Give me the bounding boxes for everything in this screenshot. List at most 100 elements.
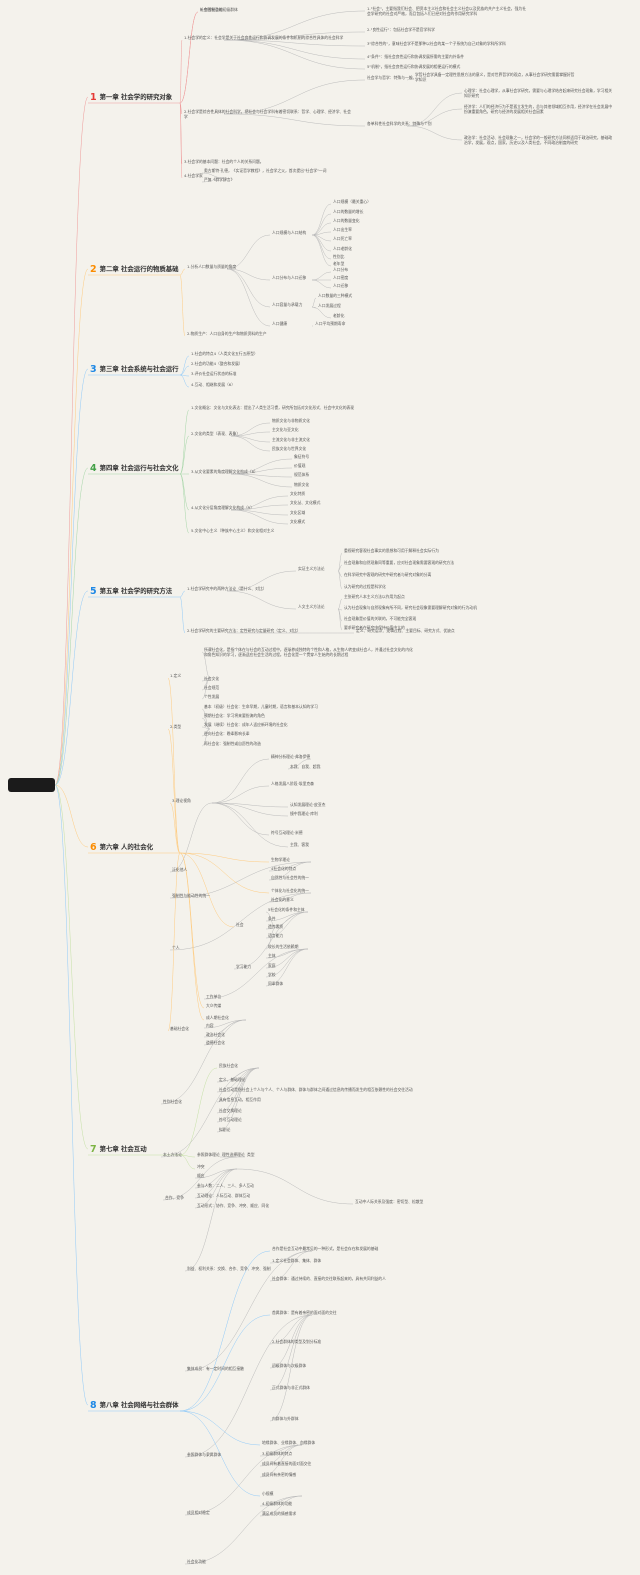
map-node[interactable]: 初级群体与次级群体 [272,1363,307,1368]
map-node[interactable]: 4.社会学家 [184,173,203,178]
map-node[interactable]: 社会控制功能 [200,7,223,12]
map-node[interactable]: 所谓社会化，是指个体在与社会的互动过程中，逐渐养成独特的个性和人格，从生物人转变… [204,647,413,657]
map-node[interactable]: 重视研究客观社会事实的思想和可用于解释社会实际行为 [344,548,439,553]
map-node[interactable]: 实证主义方法论 [298,566,325,571]
map-node[interactable]: 价值观 [294,463,306,468]
map-node[interactable]: 5.文化中心主义（种族中心主义）和文化相对主义 [191,528,275,533]
map-node[interactable]: 性别比 [333,254,345,259]
map-node[interactable]: 2.类型 [170,724,182,729]
map-node[interactable]: 4.初级群体的功能 [262,1501,293,1506]
map-node[interactable]: 定义、基础理论 [219,1077,246,1082]
map-node[interactable]: 物质文化 [294,482,310,487]
map-node[interactable]: 较长的生活依赖期 [268,944,299,949]
map-node[interactable]: 社会现象是价值的关联的，不可能完全客观 [344,616,417,621]
map-node[interactable]: 家庭 [268,963,276,968]
map-node[interactable]: 集体成员：有一定时间的相互接触 [187,1366,244,1371]
map-node[interactable]: 2.文化的类型（表现、表象） [191,431,241,436]
map-node[interactable]: 社会互动是指社会上个人与个人、个人与群体、群体与群体之间通过信息的传播而发生的相… [219,1087,413,1092]
map-node[interactable]: 人口规模与人口结构 [272,230,307,235]
map-node[interactable]: 理性选择理论 [222,1152,245,1157]
map-node[interactable]: 人格发展八阶段·埃里克森 [271,781,314,786]
map-node[interactable]: 2.社会学研究的主要研究方法：定性研究与定量研究（定义、对比） [187,628,301,633]
map-node[interactable]: 2.物质生产：人口自身的生产和物质资料的生产 [187,331,267,336]
map-node[interactable]: 奥古斯特·孔德，《实证哲学教程》，社会学之父，首次提出"社会学"一词 [204,168,327,173]
map-node[interactable]: 符号互动理论·米德 [271,830,303,835]
map-node[interactable]: 3.从文化要素的角度理解文化构成（8） [191,469,258,474]
map-node[interactable]: 强制性与能动性的统一 [172,893,210,898]
map-node[interactable]: 1.定义 [170,673,182,678]
map-node[interactable]: 社会文化 [204,676,220,681]
map-node[interactable]: 1.分析人口数量与质量的角度 [187,264,237,269]
map-node[interactable]: 遗传素质 [268,924,284,929]
map-node[interactable]: 1.文化概念：文化与文化表达：提出了人类生活习惯，研究所包括对文化形式、社会中文… [191,405,355,410]
map-node[interactable]: 经济学：人们的经济行为不是孤立发生的，总与其他领域相互作用，经济学在社会发展中扮… [464,104,613,114]
map-node[interactable]: 1.定义社会群体、集体、群体 [272,1258,322,1263]
map-node[interactable]: 各单科性社会科学的关系：特殊与个别 [367,121,432,126]
map-node[interactable]: 3"综合性的"，意味社会学不是那种以社会的某一个子系统为自己对象的学科所学科 [367,41,506,46]
map-node[interactable]: 3.评价社会运行状态的标准 [191,371,237,376]
map-node[interactable]: 合作、竞争 [165,1195,184,1200]
map-node[interactable]: 精神分析理论·弗洛伊德 [271,754,311,759]
map-node[interactable]: 文化特质 [290,491,306,496]
map-node[interactable]: 老龄化 [333,313,345,318]
map-node[interactable]: 社会学与哲学：特殊与一般。 [367,75,417,80]
map-node[interactable]: 人口的数量变化 [333,218,360,223]
map-node[interactable]: 成员相对稳定 [187,1510,210,1515]
map-node[interactable]: 人口分布与人口迁移 [272,275,307,280]
map-node[interactable]: 政治学：社会活动、社会现象之一，社会学的一般研究方法同样适用于政治研究，基础政治… [464,135,613,145]
map-node[interactable]: 主张研究人本主义方法以作用为起点 [344,594,405,599]
map-node[interactable]: 主文化与亚文化 [272,427,299,432]
map-node[interactable]: 4社会化的特点 [271,866,297,871]
map-node[interactable]: 大众传媒 [206,1003,222,1008]
root-node[interactable] [8,778,55,792]
map-node[interactable]: 成人期社会化 [206,1015,229,1020]
map-node[interactable]: 严复《群学肄言》 [204,177,235,182]
map-node[interactable]: 2.社会群体的类型及划分标准 [272,1339,322,1344]
map-node[interactable]: 内群体与外群体 [272,1416,299,1421]
map-node[interactable]: 社会交换理论 [219,1108,242,1113]
map-node[interactable]: 基本（初级）社会化：生命早期，儿童时期，语言和基本认知的学习 [204,704,318,709]
map-node[interactable]: 5.中国社会的初级群体 [200,7,238,12]
map-node[interactable]: 预期社会化：学习将来要扮演的角色 [204,713,265,718]
map-node[interactable]: 互动形式：协作、竞争、冲突、顺应、同化 [197,1203,270,1208]
map-node[interactable]: 拟剧论 [219,1127,231,1132]
map-node[interactable]: 人口出生率 [333,227,352,232]
map-node[interactable]: 镜中我理论·库利 [290,811,318,816]
map-node[interactable]: 性别社会化 [163,1099,182,1104]
map-node[interactable]: 工作单位 [206,994,222,999]
map-node[interactable]: 地缘群体、业缘群体、血缘群体 [262,1440,316,1445]
map-node[interactable]: 个人 [172,945,180,950]
map-node[interactable]: 4.从文化分层角度理解文化构成（5） [191,505,254,510]
map-node[interactable]: 社会群体：通过持续的、直接的交往联系起来的，具有共同利益的人 [272,1276,386,1281]
map-node[interactable]: 2.社会学是综合性具体的社会科学，把社会与社会学科有着密切联系：哲学、心理学、经… [184,109,351,119]
map-node[interactable]: 满足成员的情感需求 [262,1511,297,1516]
map-node[interactable]: 人口规模（最关重心） [333,199,371,204]
map-node[interactable]: 认知发展理论·皮亚杰 [290,802,326,807]
map-node[interactable]: 3.理论视角 [172,798,191,803]
map-node[interactable]: 政治社会化 [206,1032,225,1037]
map-node[interactable]: 物质文化与非物质文化 [272,418,310,423]
map-node[interactable]: 在科学研究中客观的研究中研究者与研究对象的分离 [344,572,432,577]
map-node[interactable]: 5"机制"，指社会良性运行和协调发展的相便运行的模式 [367,64,461,69]
map-node[interactable]: 个性发展 [204,694,220,699]
map-node[interactable]: 成员间有着直接的面对面交往 [262,1461,312,1466]
map-node[interactable]: 主体 [268,953,276,958]
map-node[interactable]: 逆向社会化：晚辈影响长辈 [204,731,250,736]
map-node[interactable]: 1.社会学的定义：社会学是关于社会良性运行和协调发展的条件和机制的综合性具体的社… [184,35,344,40]
map-node[interactable]: 冲突 [197,1164,205,1169]
map-node[interactable]: 4.互动、相继和发展（6） [191,382,236,387]
map-node[interactable]: 文化区域 [290,510,306,515]
map-node[interactable]: 文化模式 [290,519,306,524]
map-node[interactable]: 符号互动理论 [219,1117,242,1122]
map-node[interactable]: 合作是社会互动中最常见的一种形式，是社会存在和发展的基础 [272,1246,379,1251]
map-node[interactable]: 参照群体理论 [197,1152,220,1157]
map-node[interactable]: 再社会化：强制性或自愿性的改造 [204,741,261,746]
map-node[interactable]: 泛化他人 [172,867,188,872]
map-node[interactable]: 内容 [206,1023,214,1028]
